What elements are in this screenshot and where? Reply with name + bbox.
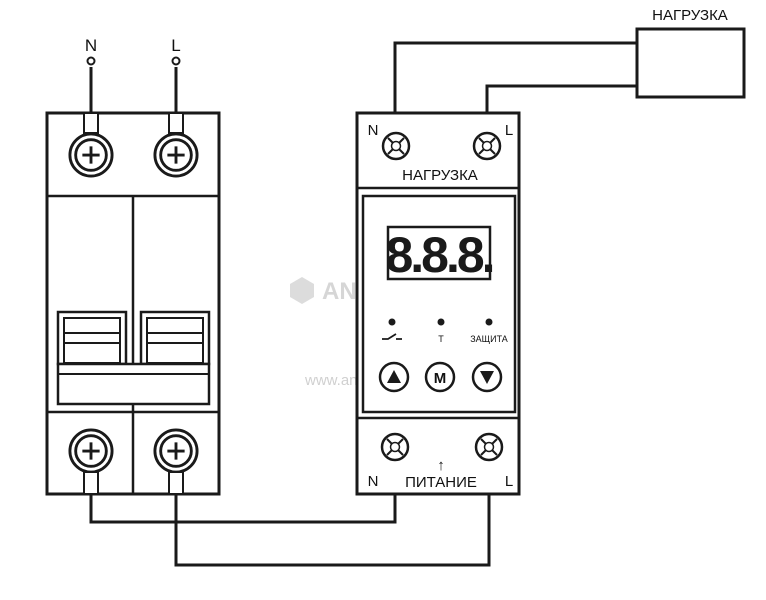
input-label-l: L [171,36,180,55]
relay-button-down[interactable] [471,361,503,393]
breaker-handles [56,310,211,406]
wire-relay-n-to-load [393,41,637,145]
relay-top-label-n: N [368,122,379,139]
circuit-breaker [45,111,221,496]
relay-bottom-arrow: ↑ [437,457,445,474]
input-terminal-n [86,56,96,66]
indicator-protection-label: ЗАЩИТА [470,334,508,344]
breaker-screw-bottom-l [153,428,199,474]
relay-button-menu-label: M [434,370,447,387]
relay-top-label-l: L [505,122,513,139]
input-terminals: N L [85,36,181,66]
relay-bottom-label-n: N [368,473,379,490]
relay-button-up[interactable] [378,361,410,393]
breaker-screw-top-l [153,132,199,178]
relay-button-menu[interactable]: M [424,361,456,393]
relay-display-digits: 8.8.8. [385,227,492,283]
indicator-load-dot [388,318,396,326]
relay-top-caption: НАГРУЗКА [402,167,478,184]
relay-buttons: M [378,361,503,393]
relay-screw-top-n [381,131,411,161]
load-box: НАГРУЗКА [635,7,746,99]
wire-breaker-l-to-relay [174,447,491,567]
relay-bottom-label-l: L [505,473,513,490]
indicator-protection-dot [485,318,493,326]
load-box-frame [635,27,746,99]
relay-screw-top-l [472,131,502,161]
input-label-n: N [85,36,97,55]
switch-symbol-icon [382,333,402,340]
relay-bottom-caption: ПИТАНИЕ [405,474,477,491]
indicator-t-label: Т [438,334,444,344]
triangle-up-icon [387,370,401,383]
breaker-screw-top-n [68,132,114,178]
breaker-screw-bottom-n [68,428,114,474]
load-box-label: НАГРУЗКА [652,7,728,24]
watermark-logo-icon [290,277,314,304]
indicator-t-dot [437,318,445,326]
input-terminal-l [171,56,181,66]
relay-screw-bottom-l [474,432,504,462]
relay-screw-bottom-n [380,432,410,462]
voltage-relay: N L НАГРУЗКА 8.8.8. Т ЗАЩИТА M [355,111,521,496]
relay-indicators: Т ЗАЩИТА [382,318,508,344]
breaker-handle-bar [56,362,211,406]
relay-display [386,225,492,281]
triangle-down-icon [480,371,494,384]
